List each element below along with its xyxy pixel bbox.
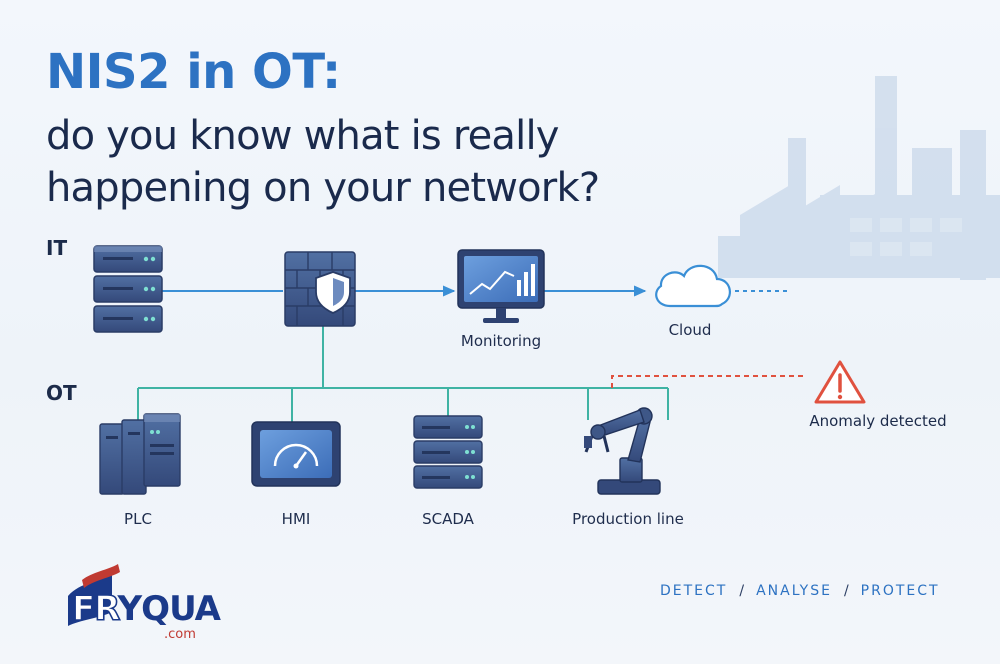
tagline-separator-1: /: [739, 583, 745, 599]
tagline-protect: PROTECT: [860, 583, 940, 599]
factory-background-icon: [718, 76, 1000, 280]
plc-icon: [99, 413, 181, 495]
logo-flag-icon: [68, 564, 120, 626]
warning-triangle-icon: [814, 360, 866, 404]
server-stack-icon: [413, 415, 483, 489]
fryqua-logo: FRYQUA .com: [62, 565, 222, 645]
logo-prefix: FR: [71, 588, 119, 630]
tagline: DETECT / ANALYSE / PROTECT: [660, 583, 940, 599]
node-label-cloud: Cloud: [668, 321, 712, 339]
node-label-scada: SCADA: [422, 510, 474, 528]
node-label-monitoring: Monitoring: [460, 332, 542, 350]
zone-label-it: IT: [46, 236, 68, 260]
tagline-detect: DETECT: [660, 583, 728, 599]
logo-suffix: .com: [164, 627, 196, 642]
hmi-gauge-icon: [251, 421, 341, 487]
tagline-analyse: ANALYSE: [756, 583, 832, 599]
firewall-icon: [284, 251, 356, 327]
anomaly-link-dashed: [611, 375, 805, 388]
node-label-anomaly: Anomaly detected: [809, 412, 947, 430]
title-line-1: NIS2 in OT:: [46, 44, 341, 100]
node-label-hmi: HMI: [281, 510, 311, 528]
zone-label-ot: OT: [46, 381, 77, 405]
title-line-3: happening on your network?: [46, 165, 600, 211]
monitor-chart-icon: [457, 249, 545, 323]
title-subtitle: do you know what is really happening on …: [46, 110, 600, 214]
node-label-production-line: Production line: [572, 510, 684, 528]
title-line-2: do you know what is really: [46, 113, 559, 159]
logo-rest: YQUA: [117, 589, 221, 629]
robot-arm-icon: [584, 407, 661, 495]
node-label-plc: PLC: [124, 510, 152, 528]
it-server-icon: [93, 245, 163, 333]
cloud-icon: [655, 264, 731, 308]
tagline-separator-2: /: [843, 583, 849, 599]
logo-wordmark: FRYQUA: [71, 588, 221, 630]
